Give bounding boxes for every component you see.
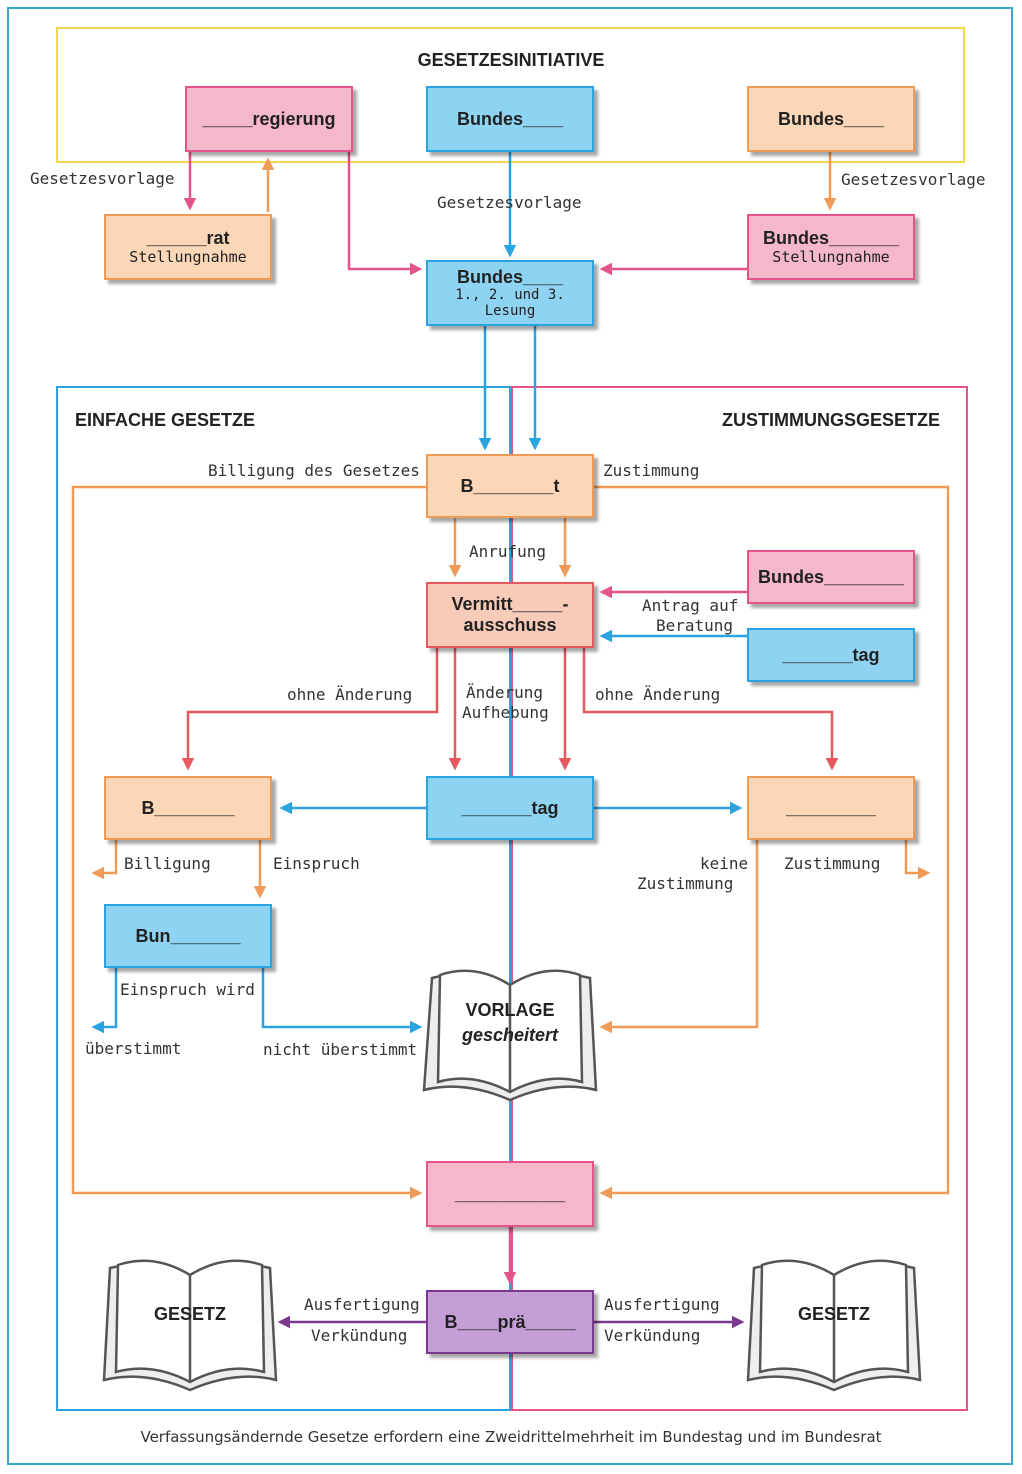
book-gesetz-left-text: GESETZ — [153, 1304, 226, 1324]
box-vermitt-label-2: ausschuss — [463, 615, 557, 635]
box-bundes-stellungnahme-sub: Stellungnahme — [772, 247, 890, 266]
label-anrufung: Anrufung — [469, 542, 547, 561]
box-praesident-label: B____prä_____ — [444, 1311, 576, 1332]
label-antrag-auf: Antrag auf — [642, 596, 739, 615]
box-blank-bottom-label: ___________ — [454, 1183, 566, 1204]
box-rat-sub: Stellungnahme — [129, 247, 247, 266]
box-b-left-label: B________ — [141, 797, 235, 818]
label-ausfertigung-right: Ausfertigung — [604, 1295, 720, 1314]
book-vorlage-icon — [422, 969, 598, 1102]
heading-initiative: GESETZESINITIATIVE — [417, 50, 605, 70]
heading-zustimmungsgesetze: ZUSTIMMUNGSGESETZE — [722, 410, 941, 430]
label-ausfertigung-left: Ausfertigung — [304, 1295, 420, 1314]
book-gesetz-right-icon — [746, 1259, 922, 1392]
label-gesetzesvorlage-right: Gesetzesvorlage — [841, 170, 986, 189]
box-tag-center-label: _______tag — [461, 797, 559, 818]
box-bundes-stellungnahme-label: Bundes_______ — [762, 228, 900, 249]
label-zustimmung-top: Zustimmung — [603, 461, 700, 480]
label-keine-zustimmung: Zustimmung — [637, 874, 734, 893]
label-beratung: Beratung — [656, 616, 734, 635]
book-vorlage-line2: gescheitert — [461, 1025, 559, 1046]
label-verkuendung-left: Verkündung — [311, 1326, 408, 1345]
box-tag-center: _______tag — [426, 776, 594, 840]
book-gesetz-right-text: GESETZ — [797, 1304, 870, 1324]
outer-frame — [7, 7, 1013, 1465]
heading-einfache-gesetze: EINFACHE GESETZE — [75, 410, 256, 430]
label-zustimmung-right: Zustimmung — [784, 854, 881, 873]
box-bundes-right: Bundes____ — [747, 86, 915, 152]
box-bundes-lesung: Bundes____1., 2. und 3. Lesung — [426, 260, 594, 326]
box-bundes-antrag-label: Bundes________ — [757, 566, 905, 587]
label-einspruch-wird: Einspruch wird — [120, 980, 255, 999]
box-blank-right-label: _________ — [785, 797, 877, 818]
box-bundes-top-label: Bundes____ — [456, 108, 564, 129]
box-bt: B________t — [426, 454, 594, 518]
label-ueberstimmt: überstimmt — [85, 1039, 182, 1058]
box-bun: Bun_______ — [104, 904, 272, 968]
box-vermittlungsausschuss: Vermitt_____-ausschuss — [426, 582, 594, 648]
label-ohne-aenderung-right: ohne Änderung — [595, 685, 721, 704]
box-regierung: _____regierung — [185, 86, 353, 152]
box-bundes-antrag: Bundes________ — [747, 550, 915, 604]
label-einspruch: Einspruch — [273, 854, 360, 873]
book-gesetz-left-icon — [102, 1259, 278, 1392]
box-tag-right-label: _______tag — [782, 644, 880, 665]
box-praesident: B____prä_____ — [426, 1290, 594, 1354]
footer-note: Verfassungsändernde Gesetze erfordern ei… — [140, 1428, 882, 1446]
box-blank-bottom: ___________ — [426, 1161, 594, 1227]
box-bundes-right-label: Bundes____ — [777, 108, 885, 129]
label-aufhebung: Aufhebung — [462, 703, 549, 722]
box-bundes-lesung-sub: 1., 2. und 3. Lesung — [455, 287, 565, 320]
box-tag-right: _______tag — [747, 628, 915, 682]
book-vorlage-text: VORLAGE gescheitert — [440, 998, 580, 1048]
label-gesetzesvorlage-center: Gesetzesvorlage — [437, 193, 582, 212]
label-billigung-des-gesetzes: Billigung des Gesetzes — [208, 461, 420, 480]
label-gesetzesvorlage-left: Gesetzesvorlage — [30, 169, 175, 188]
label-nicht-ueberstimmt: nicht überstimmt — [263, 1040, 418, 1059]
box-bundes-lesung-label: Bundes____ — [456, 266, 564, 287]
zustimmung-frame — [510, 386, 968, 1411]
label-keine: keine — [700, 854, 749, 873]
box-b-left: B________ — [104, 776, 272, 840]
einfache-frame — [56, 386, 513, 1411]
box-vermitt-label-1: Vermitt_____- — [451, 594, 569, 615]
label-billigung: Billigung — [124, 854, 211, 873]
box-regierung-label: _____regierung — [202, 108, 336, 129]
box-bundes-top: Bundes____ — [426, 86, 594, 152]
box-bun-label: Bun_______ — [135, 925, 241, 946]
label-verkuendung-right: Verkündung — [604, 1326, 701, 1345]
box-bundes-stellungnahme: Bundes_______Stellungnahme — [747, 214, 915, 280]
label-ohne-aenderung-left: ohne Änderung — [287, 685, 413, 704]
book-vorlage-line1: VORLAGE — [465, 1000, 555, 1020]
box-blank-right: _________ — [747, 776, 915, 840]
box-bt-label: B________t — [460, 475, 560, 496]
box-rat-label: ______rat — [146, 228, 230, 249]
label-aenderung: Änderung — [466, 683, 544, 702]
